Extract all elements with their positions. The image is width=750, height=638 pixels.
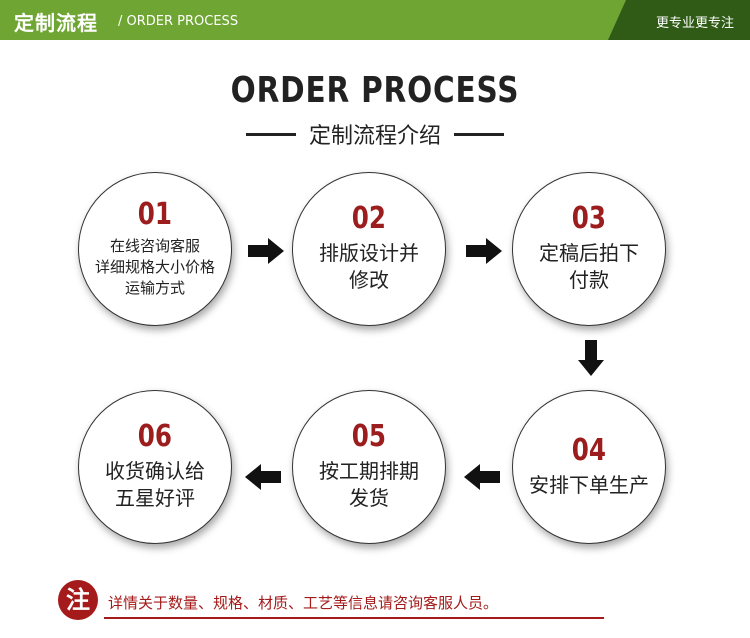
arrow-left-icon [464, 464, 500, 490]
step-text: 定稿后拍下 付款 [539, 241, 639, 292]
divider-left [245, 132, 296, 136]
note-text: 详情关于数量、规格、材质、工艺等信息请咨询客服人员。 [108, 594, 499, 612]
note-badge: 注 [58, 580, 98, 620]
step-04: 04 安排下单生产 [512, 390, 666, 544]
step-text: 收货确认给 五星好评 [105, 459, 205, 510]
step-number: 03 [571, 201, 607, 236]
header-tagline-bg [608, 0, 750, 40]
step-text: 排版设计并 修改 [319, 241, 419, 292]
step-text: 在线咨询客服 详细规格大小价格 运输方式 [94, 236, 215, 297]
divider-right [454, 132, 505, 136]
arrow-left-icon [245, 464, 281, 490]
step-number: 05 [351, 419, 387, 454]
step-text: 按工期排期 发货 [319, 459, 419, 510]
step-01: 01 在线咨询客服 详细规格大小价格 运输方式 [78, 172, 232, 326]
note-underline [104, 617, 604, 619]
header-tagline: 更专业更专注 [655, 16, 734, 31]
page-subtitle-row: 定制流程介绍 [0, 118, 750, 150]
step-number: 01 [137, 196, 173, 232]
step-03: 03 定稿后拍下 付款 [512, 172, 666, 326]
step-02: 02 排版设计并 修改 [292, 172, 446, 326]
header-banner: 定制流程 / ORDER PROCESS 更专业更专注 [0, 0, 750, 40]
header-title: 定制流程 [14, 11, 98, 35]
step-number: 02 [351, 201, 387, 236]
step-number: 06 [137, 419, 173, 454]
step-text: 安排下单生产 [529, 472, 649, 497]
page-subtitle: 定制流程介绍 [308, 124, 441, 149]
page-title: ORDER PROCESS [230, 70, 520, 111]
step-05: 05 按工期排期 发货 [292, 390, 446, 544]
arrow-right-icon [466, 238, 502, 264]
arrow-down-icon [578, 340, 604, 376]
arrow-right-icon [248, 238, 284, 264]
step-number: 04 [571, 432, 607, 468]
header-subtitle: / ORDER PROCESS [118, 14, 239, 29]
step-06: 06 收货确认给 五星好评 [78, 390, 232, 544]
